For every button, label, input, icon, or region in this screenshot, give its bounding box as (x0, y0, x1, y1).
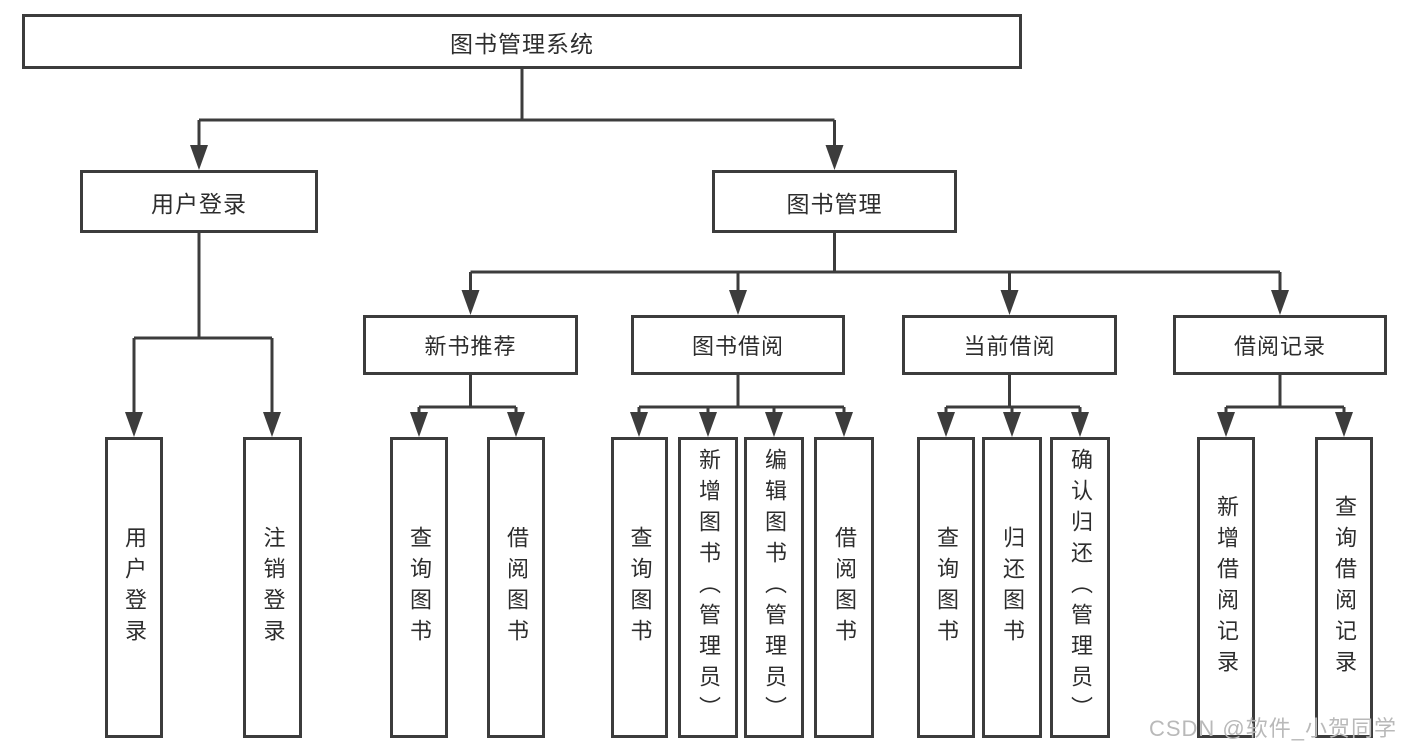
csdn-watermark: CSDN @软件_小贺同学 (1148, 716, 1397, 741)
node-current-borrow: 当前借阅 (902, 315, 1117, 375)
node-book-management: 图书管理 (712, 170, 957, 233)
leaf-label: 注销登录 (260, 525, 286, 650)
leaf-label: 新增借阅记录 (1214, 494, 1239, 681)
node-library-system: 图书管理系统 (22, 14, 1022, 69)
leaf-borrow-books: 借阅图书 (487, 437, 545, 738)
node-label: 图书管理 (786, 190, 883, 217)
leaf-confirm-return-admin: 确认归还（管理员） (1050, 437, 1110, 738)
leaf-label: 查询借阅记录 (1332, 494, 1357, 681)
leaf-label: 借阅图书 (504, 525, 529, 650)
leaf-add-books-admin: 新增图书（管理员） (678, 437, 738, 738)
node-label: 图书借阅 (691, 334, 784, 359)
node-user-login: 用户登录 (80, 170, 318, 233)
leaf-user-login: 用户登录 (105, 437, 163, 738)
leaf-logout: 注销登录 (243, 437, 302, 738)
leaf-label: 归还图书 (1000, 525, 1025, 650)
leaf-label: 用户登录 (122, 525, 147, 650)
leaf-label: 借阅图书 (832, 525, 857, 650)
node-label: 借阅记录 (1233, 334, 1326, 359)
node-label: 新书推荐 (424, 334, 517, 359)
leaf-query-books: 查询图书 (611, 437, 668, 738)
leaf-query-borrow-record: 查询借阅记录 (1315, 437, 1373, 738)
leaf-label: 确认归还（管理员） (1068, 448, 1093, 727)
leaf-label: 查询图书 (934, 525, 959, 650)
leaf-label: 查询图书 (627, 525, 653, 650)
leaf-query-books: 查询图书 (917, 437, 975, 738)
node-borrow-records: 借阅记录 (1173, 315, 1387, 375)
leaf-label: 新增图书（管理员） (696, 448, 721, 727)
leaf-label: 查询图书 (407, 525, 432, 650)
leaf-query-books: 查询图书 (390, 437, 448, 738)
leaf-label: 编辑图书（管理员） (762, 448, 787, 727)
leaf-return-books: 归还图书 (982, 437, 1042, 738)
node-new-book-recommend: 新书推荐 (363, 315, 578, 375)
leaf-borrow-books: 借阅图书 (814, 437, 874, 738)
node-label: 用户登录 (151, 190, 247, 217)
leaf-add-borrow-record: 新增借阅记录 (1197, 437, 1255, 738)
node-label: 当前借阅 (963, 334, 1056, 359)
leaf-edit-books-admin: 编辑图书（管理员） (744, 437, 804, 738)
node-book-borrow: 图书借阅 (631, 315, 845, 375)
node-label: 图书管理系统 (450, 30, 594, 57)
